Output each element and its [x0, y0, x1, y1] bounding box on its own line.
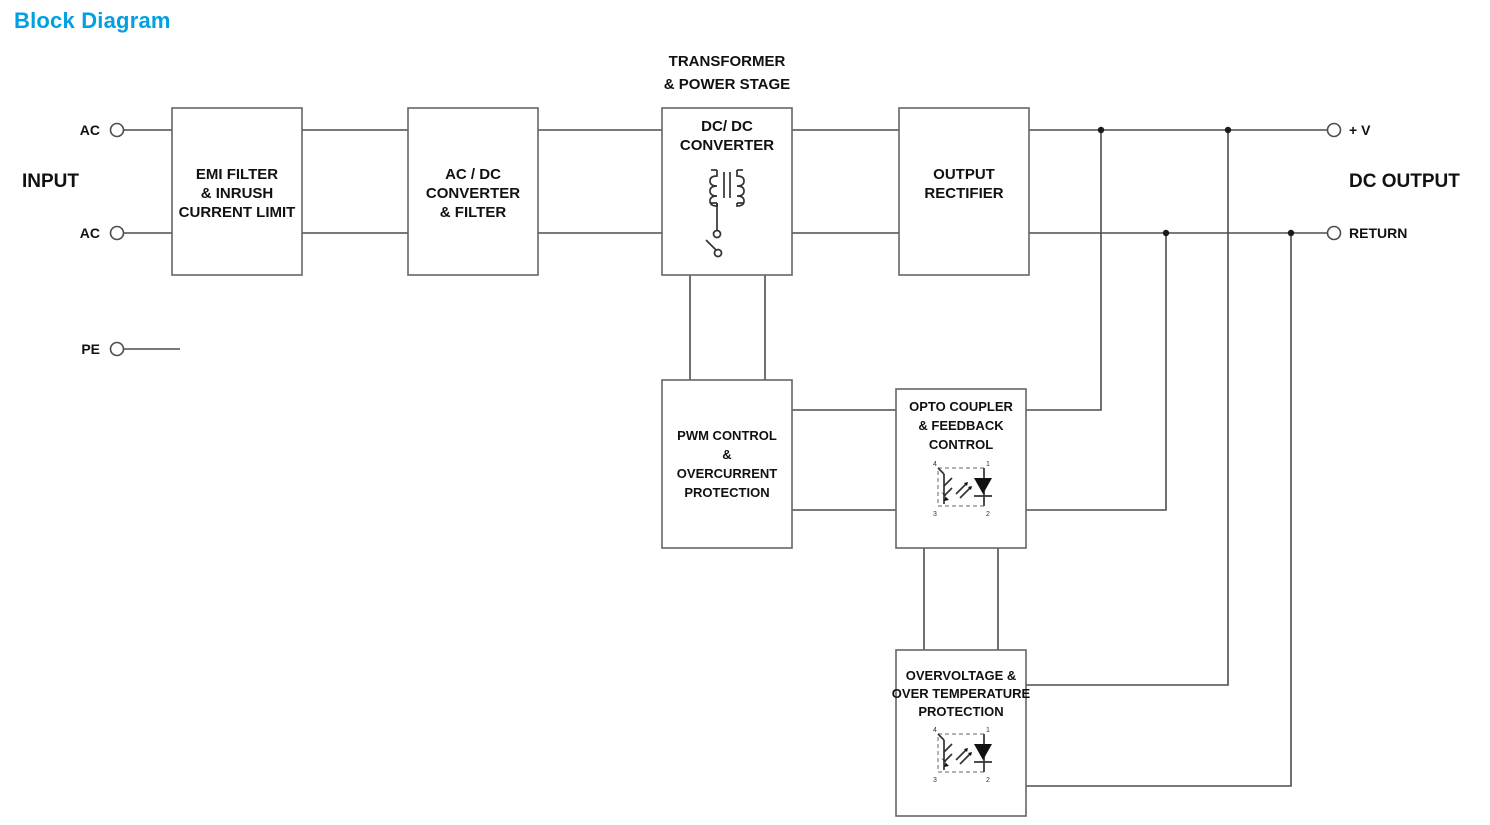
terminal-ac-top[interactable]: [109, 122, 125, 138]
pwm-control-box[interactable]: [661, 379, 793, 549]
block-dc-dc-converter[interactable]: DC/ DC CONVERTER: [661, 107, 793, 276]
wire-plusv-tap-to-ovp: [1026, 130, 1229, 686]
opto-line-2: & FEEDBACK: [918, 418, 1004, 433]
ovp-line-3: PROTECTION: [918, 704, 1003, 719]
transformer-power-stage-caption: TRANSFORMER & POWER STAGE: [664, 53, 790, 93]
pwm-line-3: OVERCURRENT: [677, 466, 777, 481]
terminal-label-return: RETURN: [1349, 225, 1407, 241]
output-rectifier-box[interactable]: [898, 107, 1030, 276]
junction-dot-return-ovp: [1287, 229, 1295, 237]
junction-dot-return-opto: [1162, 229, 1170, 237]
ac-dc-line-2: CONVERTER: [426, 185, 520, 202]
ovp-pin-3: 3: [933, 777, 937, 784]
pwm-line-1: PWM CONTROL: [677, 428, 777, 443]
terminal-label-pe: PE: [81, 341, 100, 357]
dc-dc-line-1: DC/ DC: [701, 118, 753, 135]
output-terminals: + V RETURN DC OUTPUT: [1326, 122, 1460, 241]
page-title: Block Diagram: [14, 8, 171, 33]
block-ac-dc-converter[interactable]: AC / DC CONVERTER & FILTER: [407, 107, 539, 276]
pwm-line-4: PROTECTION: [684, 485, 769, 500]
dc-dc-converter-box[interactable]: [661, 107, 793, 276]
input-terminals: AC AC PE INPUT: [22, 122, 125, 357]
block-output-rectifier[interactable]: OUTPUT RECTIFIER: [898, 107, 1030, 276]
ovp-line-1: OVERVOLTAGE &: [906, 668, 1017, 683]
junction-dot-plusv-opto: [1097, 126, 1105, 134]
emi-filter-box[interactable]: [171, 107, 303, 276]
pwm-line-2: &: [722, 447, 731, 462]
ovp-line-2: OVER TEMPERATURE: [892, 686, 1031, 701]
block-overvoltage-protection[interactable]: OVERVOLTAGE & OVER TEMPERATURE PROTECTIO…: [892, 649, 1031, 817]
terminal-label-plus-v: + V: [1349, 122, 1371, 138]
caption-line-1: TRANSFORMER: [669, 53, 786, 70]
output-rectifier-line-1: OUTPUT: [933, 166, 995, 183]
output-rectifier-line-2: RECTIFIER: [924, 185, 1003, 202]
wiring-layer: [124, 126, 1327, 787]
emi-filter-line-1: EMI FILTER: [196, 166, 278, 183]
terminal-pe[interactable]: [109, 341, 125, 357]
opto-pin-1: 1: [986, 461, 990, 468]
caption-line-2: & POWER STAGE: [664, 76, 790, 93]
transformer-symbol: [705, 169, 745, 258]
terminal-return[interactable]: [1326, 225, 1342, 241]
optocoupler-symbol-ovp: 4 1 3 2: [933, 727, 992, 784]
wire-return-tap-to-ovp: [1026, 233, 1292, 787]
emi-filter-line-3: CURRENT LIMIT: [179, 204, 296, 221]
terminal-ac-bottom[interactable]: [109, 225, 125, 241]
opto-pin-2: 2: [986, 511, 990, 518]
junction-dot-plusv-ovp: [1224, 126, 1232, 134]
terminal-label-ac-bottom: AC: [80, 225, 100, 241]
ac-dc-line-3: & FILTER: [440, 204, 507, 221]
optocoupler-symbol: 4 1 3 2: [933, 461, 992, 518]
block-opto-coupler[interactable]: OPTO COUPLER & FEEDBACK CONTROL: [895, 388, 1027, 549]
wire-plusv-tap-to-opto: [1026, 130, 1102, 411]
ovp-pin-1: 1: [986, 727, 990, 734]
input-label: INPUT: [22, 171, 79, 192]
block-pwm-control[interactable]: PWM CONTROL & OVERCURRENT PROTECTION: [661, 379, 793, 549]
emi-filter-line-2: & INRUSH: [201, 185, 274, 202]
opto-line-1: OPTO COUPLER: [909, 399, 1013, 414]
dc-output-label: DC OUTPUT: [1349, 171, 1460, 192]
dc-dc-line-2: CONVERTER: [680, 137, 774, 154]
terminal-plus-v[interactable]: [1326, 122, 1342, 138]
opto-pin-4: 4: [933, 461, 937, 468]
ovp-pin-2: 2: [986, 777, 990, 784]
overvoltage-protection-box[interactable]: [895, 649, 1027, 817]
ac-dc-line-1: AC / DC: [445, 166, 501, 183]
block-emi-filter[interactable]: EMI FILTER & INRUSH CURRENT LIMIT: [171, 107, 303, 276]
opto-line-3: CONTROL: [929, 437, 993, 452]
opto-pin-3: 3: [933, 511, 937, 518]
wire-return-tap-to-opto: [1026, 233, 1167, 511]
terminal-label-ac-top: AC: [80, 122, 100, 138]
ac-dc-converter-box[interactable]: [407, 107, 539, 276]
ovp-pin-4: 4: [933, 727, 937, 734]
